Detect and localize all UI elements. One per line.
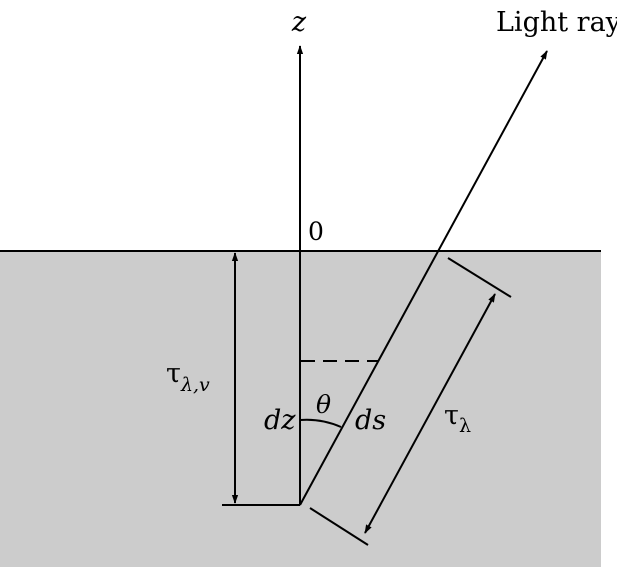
- dz-label: dz: [264, 405, 296, 436]
- tau-symbol: τ: [166, 358, 181, 389]
- upper-tick-line: [447, 257, 512, 298]
- tau-subscript: λ,v: [180, 374, 210, 396]
- ds-label: ds: [355, 405, 386, 436]
- tau-lambda-subscript: λ: [459, 415, 471, 437]
- theta-angle-arc: [299, 418, 342, 428]
- tau-lambda-symbol: τ: [444, 400, 459, 431]
- light-ray-label: Light ray: [496, 7, 617, 38]
- vertical-optical-depth-label: τλ,v: [166, 358, 210, 396]
- slant-optical-depth-label: τλ: [444, 400, 471, 437]
- z-axis-label: z: [291, 7, 307, 38]
- theta-label: θ: [316, 390, 331, 419]
- slant-depth-arrow: [364, 293, 496, 534]
- origin-label: 0: [308, 217, 324, 246]
- light-ray-line: [299, 50, 548, 506]
- lower-tick-line: [309, 507, 369, 546]
